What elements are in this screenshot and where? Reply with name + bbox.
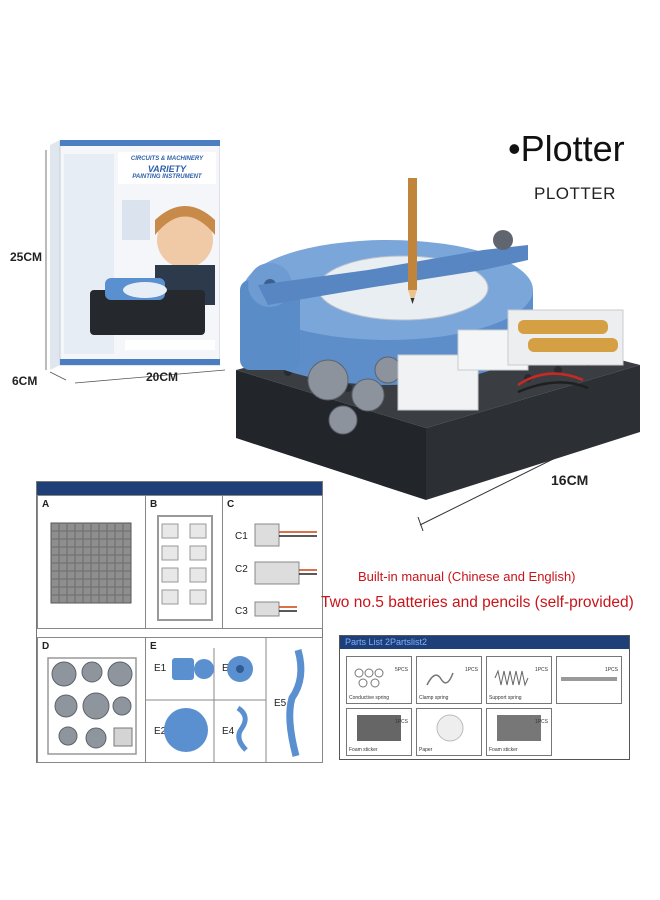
- baseplate-icon: [50, 522, 132, 604]
- module-parts-icon: [254, 523, 317, 617]
- parts-list-item-qty: 1PCS: [604, 667, 618, 673]
- page-title: •Plotter: [508, 128, 625, 169]
- parts-list-item-caption: Foam sticker: [349, 747, 378, 753]
- parts-list-item-qty: 1PCS: [464, 667, 478, 673]
- box-top-label: CIRCUITS & MACHINERY: [130, 156, 204, 162]
- parts-list-item: 5PCS Conductive spring: [346, 656, 412, 704]
- dimension-width: 20CM: [146, 370, 179, 384]
- dimension-depth: 6CM: [12, 374, 38, 388]
- parts-list-item-caption: Paper: [419, 747, 433, 753]
- part-label-d: D: [42, 641, 50, 652]
- part-cell-e: E E1 E2 E3 E4 E5: [145, 637, 323, 763]
- part-cell-b: B: [145, 495, 224, 629]
- part-cell-a: A: [37, 495, 147, 629]
- parts-list-item: Paper: [416, 708, 482, 756]
- parts-list-item: 1PCS Clamp spring: [416, 656, 482, 704]
- part-label-a: A: [42, 499, 50, 510]
- parts-list-header: Parts List 2Partslist2: [340, 636, 629, 649]
- manual-note: Built-in manual (Chinese and English): [358, 569, 576, 584]
- parts-list-item-qty: 1PCS: [534, 667, 548, 673]
- foam-sticker-icon: [357, 715, 401, 741]
- parts-list-item-caption: Foam sticker: [489, 747, 518, 753]
- product-box: CIRCUITS & MACHINERY VARIETY PAINTING IN…: [50, 139, 221, 370]
- part-label-e1: E1: [154, 663, 167, 674]
- gear-sprue-icon: [47, 657, 137, 755]
- parts-list-item-caption: Clamp spring: [419, 695, 449, 701]
- spring-icon: [354, 668, 384, 688]
- part-cell-d: D: [37, 637, 147, 763]
- rod-icon: [561, 677, 617, 681]
- parts-list-panel: Parts List 2Partslist2 5PCS Conductive s…: [339, 635, 630, 760]
- product-box-illustration: [50, 139, 221, 370]
- parts-list-item: 1PCS: [556, 656, 622, 704]
- part-label-c2: C2: [235, 564, 248, 575]
- parts-list-item-caption: Conductive spring: [349, 695, 390, 701]
- part-label-e: E: [150, 641, 157, 652]
- dimension-product: 16CM: [551, 472, 589, 488]
- part-label-e4: E4: [222, 726, 235, 737]
- box-name-line-2: PAINTING INSTRUMENT: [132, 174, 202, 180]
- frame-sprue-icon: [157, 515, 213, 621]
- parts-list-item: 1PCS Foam sticker: [486, 708, 552, 756]
- box-name-line-1: VARIETY: [147, 164, 187, 174]
- parts-list-item: 1PCS Support spring: [486, 656, 552, 704]
- battery-note: Two no.5 batteries and pencils (self-pro…: [321, 594, 634, 611]
- parts-list-item: 1PCS Foam sticker: [346, 708, 412, 756]
- part-label-b: B: [150, 499, 158, 510]
- part-label-e2: E2: [154, 726, 167, 737]
- dimension-height: 25CM: [10, 250, 43, 264]
- parts-panel-header: [37, 482, 322, 495]
- part-cell-c: C C1 C2 C3: [222, 495, 323, 629]
- paper-disc-icon: [436, 714, 464, 742]
- parts-list-item-qty: 5PCS: [394, 667, 408, 673]
- part-label-c: C: [227, 499, 235, 510]
- parts-list-item-qty: 1PCS: [394, 719, 408, 725]
- foam-sticker-icon: [497, 715, 541, 741]
- part-label-c1: C1: [235, 531, 248, 542]
- parts-list-item-qty: 1PCS: [534, 719, 548, 725]
- coil-spring-icon: [494, 669, 529, 687]
- plotter-product-image: [236, 178, 640, 500]
- parts-panel: A B C C1 C2 C3: [36, 481, 323, 763]
- part-label-c3: C3: [235, 606, 248, 617]
- parts-list-item-caption: Support spring: [489, 695, 522, 701]
- clamp-spring-icon: [426, 672, 454, 686]
- part-label-e5: E5: [274, 698, 287, 709]
- blue-parts-icon: [146, 638, 305, 762]
- page-subtitle: PLOTTER: [534, 184, 616, 203]
